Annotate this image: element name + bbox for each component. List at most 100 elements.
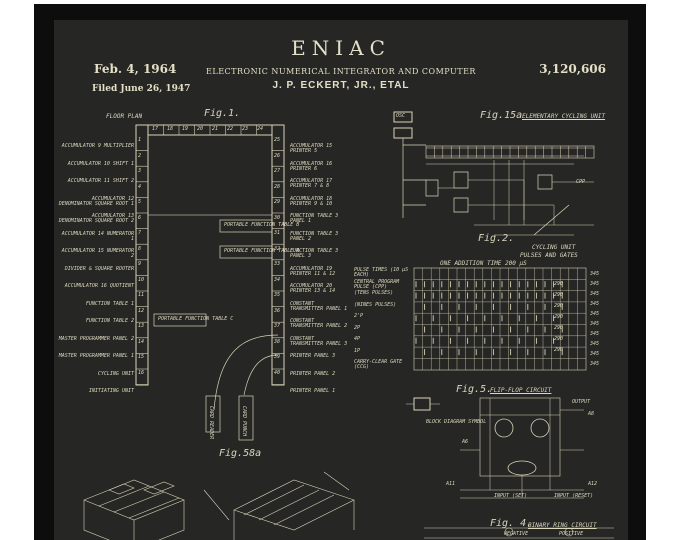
flip-flop-label: A6	[462, 439, 469, 445]
patent-number: 3,120,606	[539, 62, 606, 76]
timing-row-label: (NINES PULSES)	[354, 301, 397, 308]
timing-value-345: 345	[590, 271, 600, 277]
right-panel-label: FUNCTION TABLE 3 PANEL 3	[290, 248, 339, 259]
portable-table-a-label: PORTABLE FUNCTION TABLE A	[224, 248, 300, 254]
flip-flop-label: INPUT (SET)	[494, 493, 528, 499]
isometric-drawing-left	[83, 479, 185, 540]
right-panel-number: 29	[274, 199, 281, 205]
right-panel-number: 30	[274, 214, 281, 221]
oscillator	[393, 111, 413, 123]
right-panel-label: CONSTANT TRANSMITTER PANEL 3	[290, 335, 348, 347]
timing-value-290: 290	[554, 336, 564, 342]
floor-plan-label: FLOOR PLAN	[106, 113, 143, 120]
timing-value-345: 345	[590, 311, 600, 317]
timing-row-label: PULSE TIMES (10 μS EACH)	[354, 267, 409, 278]
timing-value-290: 290	[554, 314, 564, 320]
left-panel-number: 8	[138, 245, 142, 252]
fig2-caption-1: CYCLING UNIT	[532, 244, 576, 251]
fig4-caption: BINARY RING CIRCUIT	[528, 522, 597, 529]
right-panel-label: ACCUMULATOR 17 PRINTER 7 & 8	[290, 178, 333, 189]
timing-value-345: 345	[590, 291, 600, 297]
fig15a-label: Fig.15a	[480, 110, 523, 121]
left-panel-label: ACCUMULATOR 12 DENOMINATOR SQUARE ROOT 1	[58, 195, 134, 207]
left-panel-label: FUNCTION TABLE 2	[85, 318, 134, 324]
left-panel-label: ACCUMULATOR 11 SHIFT 2	[67, 178, 134, 184]
fig2-label: Fig.2.	[478, 233, 515, 244]
right-panel-label: CONSTANT TRANSMITTER PANEL 2	[290, 318, 348, 329]
right-panel-label: ACCUMULATOR 20 PRINTER 13 & 14	[290, 283, 336, 294]
right-panel-label: PRINTER PANEL 2	[290, 370, 336, 377]
right-panel-number: 28	[274, 183, 281, 190]
timing-row-label: 2P	[354, 324, 361, 331]
timing-value-345: 345	[590, 341, 600, 347]
flip-flop-label: A8	[588, 411, 595, 417]
right-panel-number: 34	[274, 276, 281, 283]
timing-value-290: 290	[554, 325, 564, 331]
fig5-caption: FLIP-FLOP CIRCUIT	[490, 387, 552, 394]
patent-subtitle: ELECTRONIC NUMERICAL INTEGRATOR AND COMP…	[206, 67, 476, 76]
timing-heading: ONE ADDITION TIME 200 μS	[440, 260, 527, 267]
right-panel-number: 32	[274, 245, 281, 252]
left-panel-number: 6	[138, 214, 142, 221]
block-diagram-label: BLOCK DIAGRAM SYMBOL	[426, 419, 487, 425]
left-panel-number: 12	[138, 307, 145, 314]
right-panel-label: FUNCTION TABLE 3 PANEL 2	[290, 230, 339, 242]
timing-value-345: 345	[590, 331, 600, 337]
left-panel-number: 5	[138, 199, 142, 205]
patent-title: ENIAC	[291, 36, 391, 60]
timing-row-label: CENTRAL PROGRAM PULSE (CPP)	[354, 278, 400, 290]
right-panel-label: PRINTER PANEL 1	[290, 388, 336, 394]
left-panel-label: FUNCTION TABLE 1	[85, 300, 134, 307]
right-panel-number: 25	[274, 137, 281, 143]
left-panel-label: DIVIDER & SQUARE ROOTER	[64, 265, 134, 272]
floor-plan-inner-block	[147, 134, 273, 216]
fig5-label: Fig.5.	[456, 384, 493, 395]
timing-value-345: 345	[590, 281, 600, 287]
portable-table-c-label: PORTABLE FUNCTION TABLE C	[158, 316, 234, 322]
patent-drawing	[83, 111, 614, 540]
right-panel-number: 37	[274, 323, 281, 329]
filed-date: Filed June 26, 1947	[92, 84, 191, 94]
fig2-caption-2: PULSES AND GATES	[520, 252, 578, 259]
timing-value-345: 345	[590, 321, 600, 327]
flip-flop-label: A12	[588, 481, 598, 487]
timing-row-label: 2'P	[354, 313, 364, 319]
fig1-label: Fig.1.	[204, 108, 241, 119]
card-punch-label: CARD PUNCH	[241, 406, 247, 437]
osc-label: OSC	[396, 113, 406, 119]
timing-value-290: 290	[554, 347, 564, 353]
block-diagram-symbol	[413, 397, 431, 411]
top-panel-number: 17	[152, 126, 159, 132]
right-panel-number: 33	[274, 261, 281, 267]
left-panel-number: 2	[138, 152, 142, 159]
card-reader	[205, 395, 221, 433]
card-punch	[238, 395, 254, 441]
left-panel-number: 16	[138, 369, 145, 376]
left-panel-number: 13	[138, 323, 145, 329]
right-panel-number: 35	[274, 292, 281, 298]
right-panel-number: 36	[274, 307, 281, 314]
left-panel-number: 4	[138, 183, 142, 190]
top-panel-number: 20	[197, 126, 204, 132]
left-panel-number: 1	[138, 137, 142, 143]
right-panel-number: 31	[274, 230, 281, 236]
patent-poster: ENIAC ELECTRONIC NUMERICAL INTEGRATOR AN…	[54, 20, 628, 540]
right-panel-label: PRINTER PANEL 3	[290, 353, 336, 359]
top-panel-number: 23	[242, 126, 249, 132]
left-panel-label: ACCUMULATOR 16 QUOTIENT	[64, 283, 134, 289]
timing-value-345: 345	[590, 351, 600, 357]
left-panel-number: 3	[138, 168, 142, 174]
right-panel-number: 27	[274, 168, 281, 174]
fig58a-label: Fig.58a	[219, 448, 262, 459]
card-reader-label: CARD READER	[208, 406, 214, 440]
binary-ring-circuit	[424, 527, 614, 539]
flip-flop-label: OUTPUT	[572, 399, 591, 405]
left-panel-label: MASTER PROGRAMMER PANEL 2	[58, 335, 134, 342]
floor-plan-left-column	[135, 124, 149, 386]
left-panel-number: 14	[138, 338, 145, 345]
right-panel-label: ACCUMULATOR 19 PRINTER 11 & 12	[290, 265, 336, 277]
timing-row-label: 4P	[354, 336, 361, 342]
timing-row-label: (TENS PULSES)	[354, 290, 394, 296]
right-panel-number: 39	[274, 354, 281, 360]
left-panel-label: INITIATING UNIT	[88, 388, 134, 394]
